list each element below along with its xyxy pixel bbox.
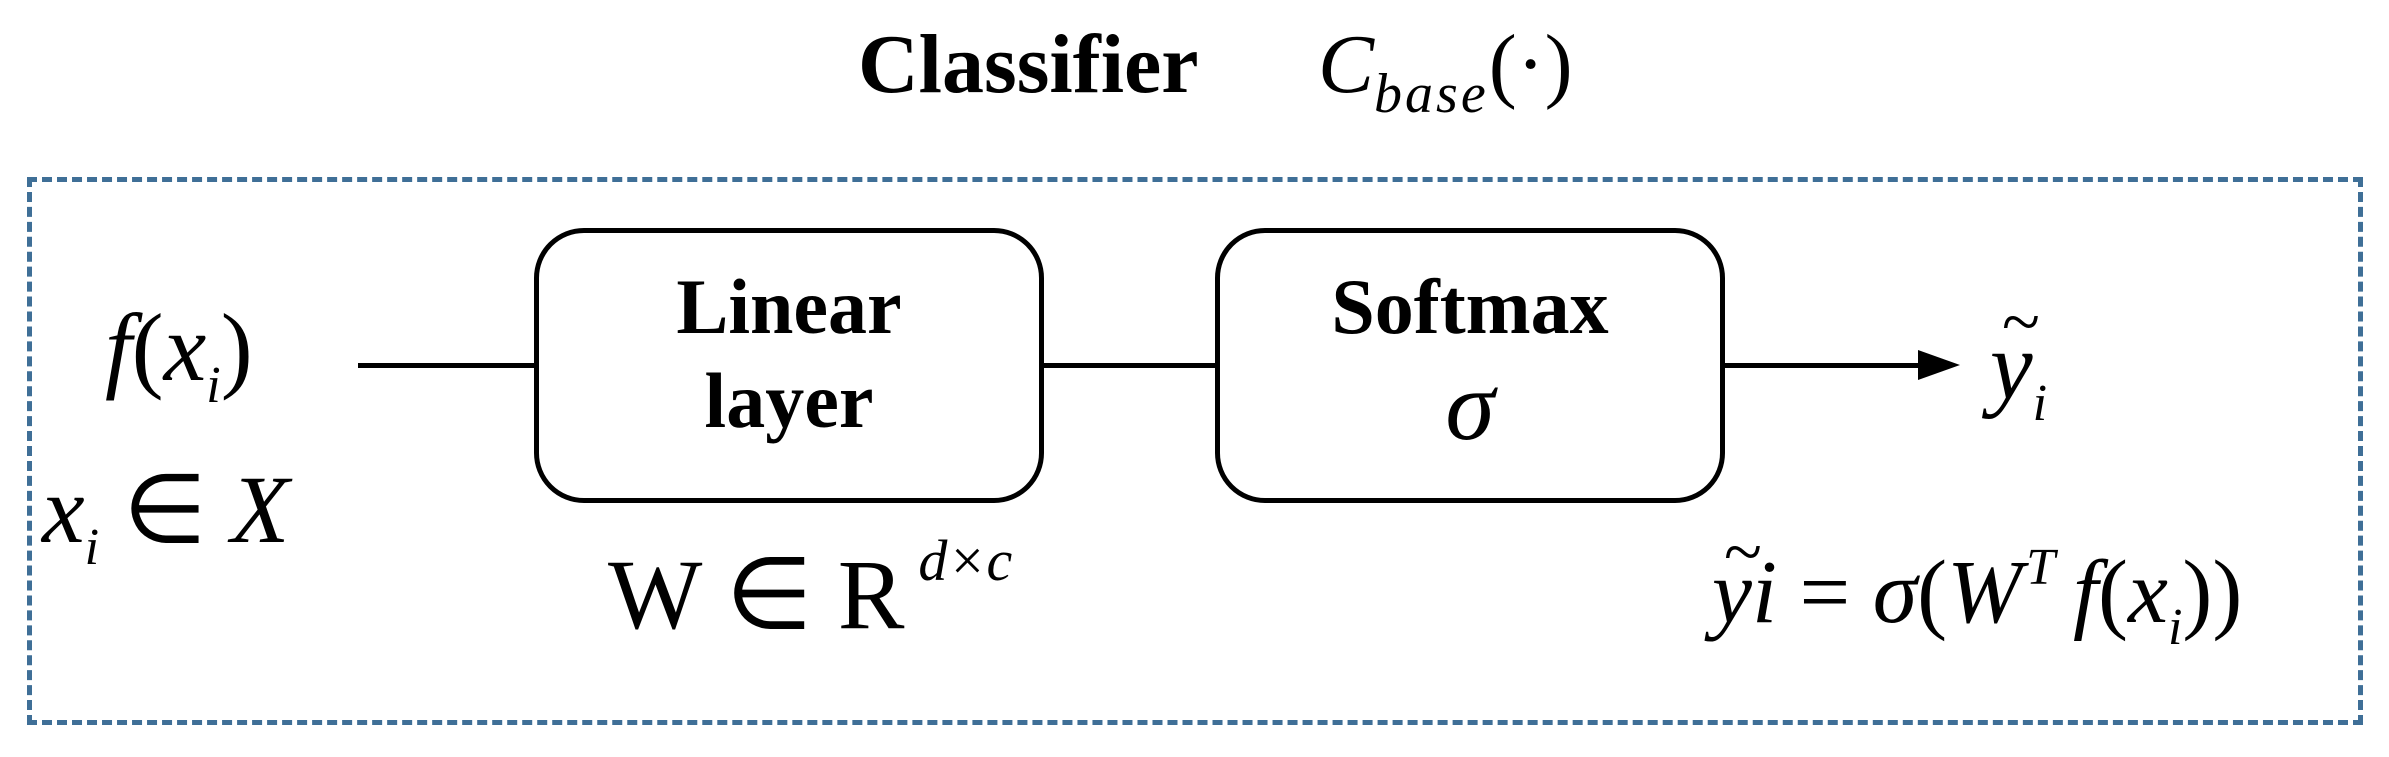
input-membership-label: xi ∈ X <box>42 462 289 574</box>
linear-softmax-connector <box>1042 363 1217 368</box>
softmax-block: Softmax σ <box>1215 228 1725 503</box>
equation-close: )) <box>2182 543 2243 642</box>
equation-f: f <box>2073 543 2099 642</box>
equation-transpose: T <box>2026 539 2056 596</box>
input-feature-var: x <box>163 294 207 401</box>
classifier-frame <box>27 177 2363 725</box>
output-connector <box>1723 363 1923 368</box>
input-feature-func: f <box>105 294 132 401</box>
equation-open: ( <box>1917 543 1948 642</box>
softmax-title: Softmax <box>1331 263 1609 350</box>
input-membership-var: x <box>42 456 85 563</box>
classifier-symbol-letter: C <box>1318 18 1375 111</box>
equation-lhs-var: y <box>1712 543 1752 642</box>
equation-open2: ( <box>2098 543 2129 642</box>
classifier-symbol-subscript: base <box>1374 63 1489 125</box>
classifier-symbol-argument: (·) <box>1488 18 1573 111</box>
equation-sigma: σ <box>1872 543 1918 642</box>
output-var: y <box>1990 312 2033 419</box>
weight-dimension: d×c <box>918 528 1013 593</box>
equation-x-sub: i <box>2167 599 2183 656</box>
equation-x: x <box>2128 543 2168 642</box>
diagram-title: Classifier <box>858 18 1199 111</box>
output-tilde: ~ <box>2002 284 2040 361</box>
input-feature-sub: i <box>206 357 221 414</box>
output-label: ~yi <box>1990 288 2047 430</box>
linear-layer-block: Linear layer <box>534 228 1044 503</box>
weight-symbol: W <box>608 539 701 650</box>
equation-tilde: ~ <box>1724 514 1762 591</box>
classifier-symbol: Cbase(·) <box>1318 10 1573 129</box>
input-membership-set: X <box>230 456 290 563</box>
input-feature-label: f(xi) <box>105 300 253 412</box>
output-sub: i <box>2032 375 2048 432</box>
weight-rel: ∈ <box>700 539 838 650</box>
input-connector <box>358 363 536 368</box>
equation-W: W <box>1947 543 2023 642</box>
input-membership-rel: ∈ <box>99 456 231 563</box>
softmax-sigma-symbol: σ <box>1445 350 1495 461</box>
linear-layer-title-line1: Linear <box>676 263 902 350</box>
linear-layer-title-line2: layer <box>704 357 874 444</box>
input-feature-close: ) <box>220 294 253 401</box>
output-arrow-head <box>1918 350 1960 380</box>
input-feature-open: ( <box>131 294 164 401</box>
weight-space: R <box>837 539 905 650</box>
input-membership-sub: i <box>84 519 100 576</box>
equation-lhs-idx: i <box>1751 543 1777 642</box>
equation-equals: = <box>1776 543 1873 642</box>
